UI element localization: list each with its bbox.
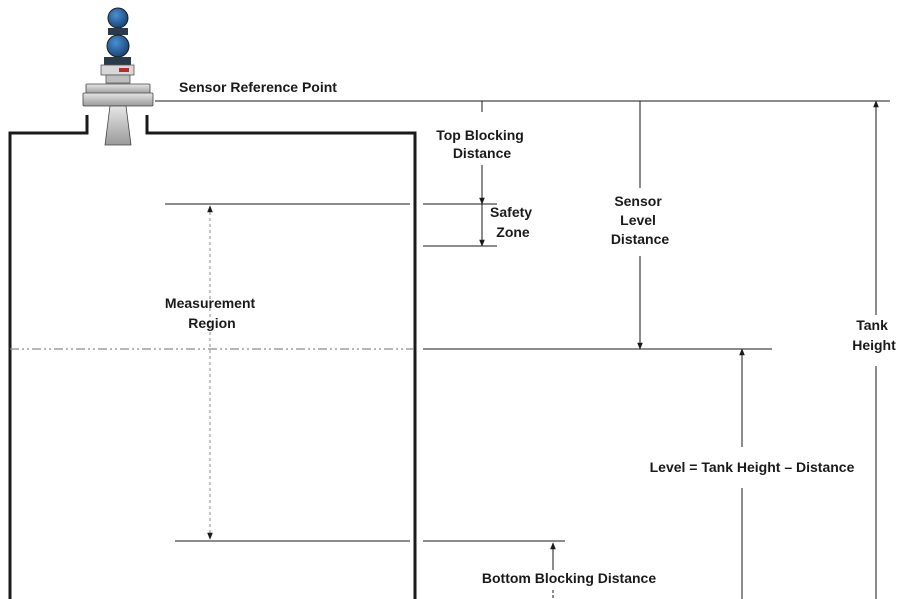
tank-height-line-2: Height — [852, 337, 896, 353]
measurement-region-line-1: Measurement — [165, 295, 256, 311]
safety-zone-label: Safety Zone — [490, 204, 536, 240]
tank-height-line-1: Tank — [856, 317, 888, 333]
safety-zone-line-1: Safety — [490, 204, 532, 220]
top-blocking-line-1: Top Blocking — [436, 127, 524, 143]
measurement-region-label: Measurement Region — [165, 295, 259, 331]
top-blocking-distance-label: Top Blocking Distance — [436, 127, 528, 161]
sensor-level-line-2: Level — [620, 212, 656, 228]
safety-zone-line-2: Zone — [496, 224, 530, 240]
measurement-region-line-2: Region — [188, 315, 235, 331]
tank-outline — [8, 115, 417, 599]
radar-sensor-icon — [82, 7, 154, 146]
sensor-level-line-3: Distance — [611, 231, 670, 247]
level-formula-label: Level = Tank Height – Distance — [650, 459, 855, 475]
top-blocking-line-2: Distance — [453, 145, 512, 161]
sensor-reference-point-label: Sensor Reference Point — [179, 79, 337, 95]
sensor-level-distance-label: Sensor Level Distance — [611, 193, 670, 247]
tank-height-label: Tank Height — [852, 317, 896, 353]
bottom-blocking-distance-label: Bottom Blocking Distance — [482, 570, 656, 586]
sensor-level-line-1: Sensor — [614, 193, 662, 209]
